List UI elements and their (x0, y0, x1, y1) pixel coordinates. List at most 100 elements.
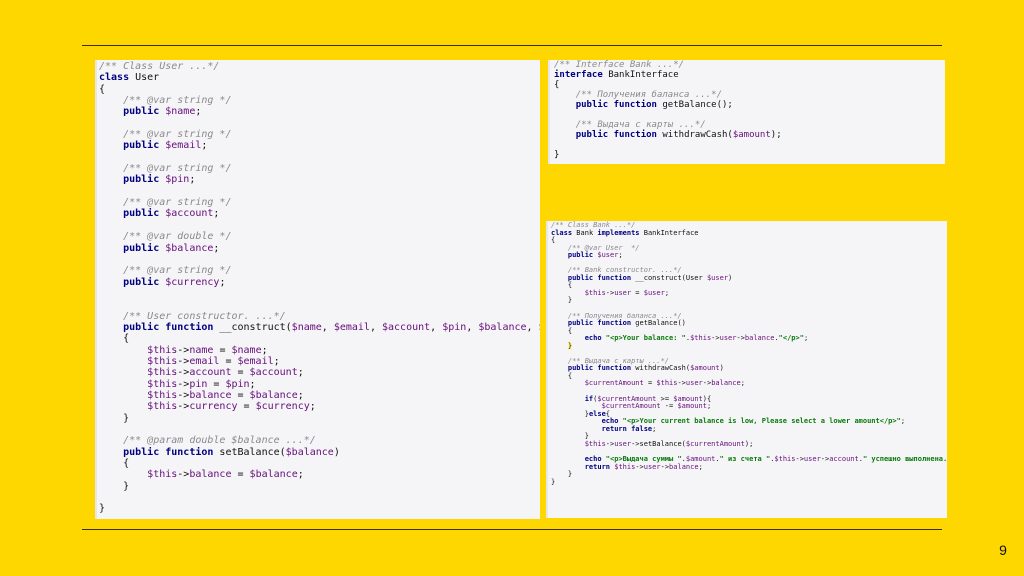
code-panel-user-class: /** Class User ...*/class User{ /** @var… (95, 60, 540, 519)
code-token: } (99, 412, 130, 424)
code-token: withdrawCash( (662, 129, 733, 140)
code-line: } (551, 470, 947, 479)
code-line: /** Class Bank ...*/ (551, 221, 947, 230)
code-token: , (430, 321, 443, 333)
code-line: $this->balance = $balance; (99, 390, 540, 401)
code-line: ​ (99, 424, 540, 435)
code-token: User (135, 72, 160, 84)
code-token: ; (219, 276, 226, 288)
code-token: echo (584, 454, 606, 463)
code-token: public function (567, 273, 636, 282)
code-line: return $this->user->balance; (551, 462, 947, 472)
code-token (99, 174, 123, 185)
code-token: ; (201, 140, 208, 152)
code-token: public function (123, 321, 220, 333)
code-line: { (99, 333, 540, 344)
code-token: $balance (249, 389, 298, 401)
code-token: BankInterface (643, 228, 699, 237)
code-line: $this->pin = $pin; (99, 379, 540, 390)
code-token (551, 342, 568, 350)
code-token: $user (706, 273, 729, 282)
code-token: $balance (478, 321, 527, 333)
code-token: $this (774, 454, 796, 463)
code-line: /** @param double $balance ...*/ (99, 435, 540, 446)
code-line: public function withdrawCash($amount); (554, 129, 945, 141)
code-token: public (123, 106, 166, 118)
code-token: = (237, 401, 256, 413)
code-token: ->setBalance( (631, 439, 686, 448)
code-token: } (551, 296, 573, 305)
code-token: "<p>Выдача суммы " (605, 454, 682, 463)
code-line: /** @var string */ (99, 129, 540, 140)
code-token (99, 435, 123, 446)
code-token (554, 130, 576, 140)
code-token: ; (698, 462, 703, 471)
code-token: . (685, 334, 691, 343)
code-token (99, 367, 147, 378)
code-token: { (99, 83, 106, 95)
code-token: "<p>Your balance: " (605, 334, 686, 343)
code-token: $amount (673, 394, 703, 403)
code-token: return (584, 462, 615, 471)
code-line: } (99, 413, 540, 424)
code-token: ; (273, 355, 280, 367)
code-token: ); (744, 439, 754, 448)
code-token: ; (195, 106, 202, 118)
code-token: { (551, 281, 573, 290)
code-token: $amount (677, 402, 707, 411)
code-line: /** @var string */ (99, 265, 540, 276)
code-line: public function __construct(User $user) (551, 273, 947, 283)
code-token: $pin (442, 321, 467, 333)
code-token: = (213, 344, 232, 356)
code-block: /** Interface Bank ...*/interface BankIn… (554, 60, 945, 161)
code-token: } (551, 470, 573, 479)
code-token: /** @var string */ (123, 95, 232, 107)
code-token (554, 120, 576, 130)
code-token: /** @var User */ (567, 243, 640, 252)
code-token (99, 106, 123, 117)
code-line: interface BankInterface (554, 70, 945, 81)
code-token: -> (605, 439, 615, 448)
code-token: Bank (576, 228, 598, 237)
code-token: = (231, 367, 250, 379)
code-token: -> (177, 367, 190, 379)
code-token: $currentAmount (601, 402, 661, 411)
code-token: { (551, 371, 573, 380)
code-token: ; (297, 367, 304, 379)
code-token (99, 243, 123, 254)
code-token: $balance (249, 469, 298, 481)
code-line: $this->currency = $currency; (99, 401, 540, 412)
code-token: $user (597, 251, 619, 260)
code-line: } (99, 481, 540, 492)
code-line: echo "<p>Your balance: ".$this->user->ba… (551, 334, 947, 343)
code-token: public (567, 251, 598, 260)
code-token: $currentAmount (685, 439, 745, 448)
code-token: ; (900, 417, 906, 426)
code-token: -> (177, 469, 190, 481)
code-line: ​ (99, 254, 540, 265)
code-token: >= (656, 394, 674, 403)
code-line: $currentAmount -= $amount; (551, 402, 947, 411)
code-token: getBalance(); (662, 99, 733, 110)
code-token: { (99, 333, 130, 345)
code-token: user (803, 454, 821, 463)
code-line: public $currency; (99, 277, 540, 288)
code-token: ; (664, 288, 670, 297)
code-token (99, 311, 123, 322)
code-token: } (551, 432, 589, 441)
code-token: /** Получения баланса ...*/ (575, 89, 722, 100)
code-token: . (770, 454, 775, 463)
code-token (99, 401, 147, 412)
code-token: ) (728, 273, 733, 282)
code-token: ){ (702, 394, 712, 403)
code-token: implements (597, 228, 644, 237)
code-line: ​ (99, 220, 540, 231)
code-token: $currentAmount (584, 379, 644, 388)
code-token: /** @var double */ (123, 231, 232, 243)
code-line: class Bank implements BankInterface (551, 228, 947, 238)
code-token: } (99, 503, 106, 515)
code-line: ​ (99, 186, 540, 197)
code-token: class (551, 228, 577, 237)
code-token: ; (213, 208, 220, 220)
code-line: /** @var User */ (551, 243, 947, 253)
